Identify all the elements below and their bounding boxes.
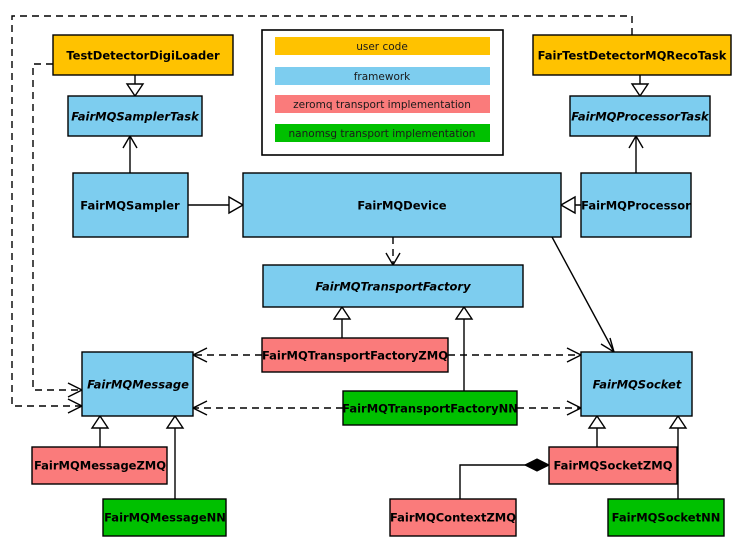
edge-factorynn-message: [191, 400, 343, 416]
edge-socketzmq-socket: [587, 414, 607, 447]
node-label-fairtestdetectormqrecotask: FairTestDetectorMQRecoTask: [538, 49, 727, 63]
legend-item-framework: framework: [275, 67, 490, 85]
legend-item-nanomsg: nanomsg transport implementation: [275, 124, 490, 142]
node-label-fairmqdevice: FairMQDevice: [357, 199, 446, 213]
edge-sampler-device: [188, 195, 245, 215]
node-fairmqsocket[interactable]: FairMQSocket: [580, 351, 693, 417]
edge-processor-device: [559, 195, 581, 215]
node-label-fairmqtransportfactoryzmq: FairMQTransportFactoryZMQ: [262, 349, 448, 363]
edge-messagezmq-message: [90, 414, 110, 447]
edge-device-transportfactory: [385, 237, 401, 267]
edge-processor-processortask: [628, 134, 644, 173]
edge-factoryzmq-factory: [332, 305, 352, 338]
node-fairmqsocketnn[interactable]: FairMQSocketNN: [607, 498, 725, 537]
edge-device-socket: [551, 236, 616, 354]
node-label-fairmqmessagenn: FairMQMessageNN: [104, 511, 226, 525]
edge-socketzmq-contextzmq: [459, 458, 551, 499]
node-label-fairmqsocketzmq: FairMQSocketZMQ: [554, 459, 673, 473]
node-label-fairmqmessagezmq: FairMQMessageZMQ: [34, 459, 166, 473]
node-label-fairmqsocket: FairMQSocket: [593, 378, 682, 392]
legend-item-zeromq: zeromq transport implementation: [275, 95, 490, 113]
node-fairmqcontextzmq[interactable]: FairMQContextZMQ: [389, 498, 517, 537]
node-label-fairmqprocessortask: FairMQProcessorTask: [571, 110, 710, 124]
edge-factoryzmq-message: [191, 347, 262, 363]
edge-factorynn-socket: [517, 400, 583, 416]
node-fairmqmessage[interactable]: FairMQMessage: [81, 351, 194, 417]
node-label-fairmqtransportfactory: FairMQTransportFactory: [315, 280, 471, 294]
legend-item-user-code: user code: [275, 37, 490, 55]
edge-factoryzmq-socket: [448, 347, 583, 363]
edge-messagenn-message: [165, 414, 185, 499]
node-fairmqprocessortask[interactable]: FairMQProcessorTask: [569, 95, 711, 137]
legend-label-nanomsg: nanomsg transport implementation: [289, 128, 476, 140]
node-fairmqtransportfactorynn[interactable]: FairMQTransportFactoryNN: [342, 390, 518, 426]
node-fairmqmessagenn[interactable]: FairMQMessageNN: [102, 498, 227, 537]
node-label-testdetectordigiloader: TestDetectorDigiLoader: [66, 49, 220, 63]
legend-label-framework: framework: [354, 71, 411, 83]
legend-label-user-code: user code: [356, 41, 408, 53]
node-fairmqprocessor[interactable]: FairMQProcessor: [580, 172, 692, 238]
node-fairmqmessagezmq[interactable]: FairMQMessageZMQ: [31, 446, 168, 485]
edge-factorynn-factory: [454, 305, 474, 391]
node-label-fairmqcontextzmq: FairMQContextZMQ: [390, 511, 516, 525]
node-fairtestdetectormqrecotask[interactable]: FairTestDetectorMQRecoTask: [532, 34, 732, 76]
node-layer: TestDetectorDigiLoader FairTestDetectorM…: [31, 34, 732, 537]
edge-sampler-samplertask: [122, 134, 138, 173]
node-fairmqsamplertask[interactable]: FairMQSamplerTask: [67, 95, 203, 137]
node-fairmqdevice[interactable]: FairMQDevice: [242, 172, 562, 238]
edge-recotask-processortask: [630, 75, 650, 98]
node-fairmqsocketzmq[interactable]: FairMQSocketZMQ: [548, 446, 678, 485]
node-label-fairmqsocketnn: FairMQSocketNN: [612, 511, 721, 525]
node-fairmqtransportfactoryzmq[interactable]: FairMQTransportFactoryZMQ: [261, 337, 449, 373]
legend-label-zeromq: zeromq transport implementation: [293, 99, 471, 111]
edge-digiloader-samplertask: [125, 75, 145, 98]
edge-socketnn-socket: [668, 414, 688, 499]
node-testdetectordigiloader[interactable]: TestDetectorDigiLoader: [52, 34, 234, 76]
legend-panel: user code framework zeromq transport imp…: [261, 29, 504, 156]
node-fairmqsampler[interactable]: FairMQSampler: [72, 172, 189, 238]
node-label-fairmqsampler: FairMQSampler: [80, 199, 180, 213]
node-label-fairmqprocessor: FairMQProcessor: [581, 199, 691, 213]
node-fairmqtransportfactory[interactable]: FairMQTransportFactory: [262, 264, 524, 308]
node-label-fairmqsamplertask: FairMQSamplerTask: [71, 110, 200, 124]
node-label-fairmqtransportfactorynn: FairMQTransportFactoryNN: [342, 402, 518, 416]
node-label-fairmqmessage: FairMQMessage: [87, 378, 189, 392]
edge-layer: [11, 15, 688, 499]
